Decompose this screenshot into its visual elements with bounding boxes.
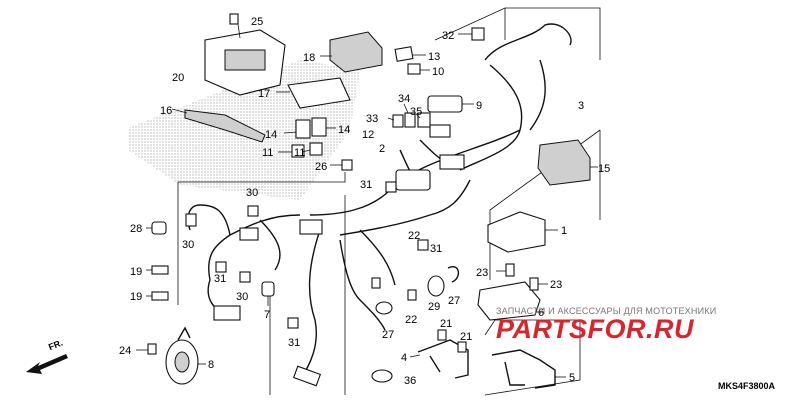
callout-30-top: 30: [246, 187, 258, 199]
callout-20: 20: [172, 72, 184, 84]
part-15-control-unit: [537, 139, 598, 186]
part-18-module: [320, 31, 383, 73]
part-32-clip: [458, 27, 485, 41]
part-5-bracket: [491, 349, 566, 389]
callout-23-right: 23: [550, 279, 562, 291]
part-31-clips: [215, 181, 429, 329]
callout-30-low: 30: [236, 291, 248, 303]
part-16-bar: [171, 108, 266, 143]
part-9-relay: [427, 95, 474, 113]
callout-22-top: 22: [408, 230, 420, 242]
callout-2: 2: [379, 143, 385, 155]
part-23-bolts: [496, 263, 548, 291]
part-17-cover: [276, 77, 351, 109]
callout-31-low: 31: [288, 337, 300, 349]
callout-10: 10: [432, 66, 444, 78]
part-21-bolts: [437, 329, 467, 353]
callout-34: 34: [398, 93, 410, 105]
callout-13: 13: [428, 51, 440, 63]
part-6-bracket: [477, 281, 544, 321]
watermark-logo: PARTSFOR.RU: [496, 314, 695, 344]
callout-4: 4: [401, 352, 407, 364]
callout-25: 25: [251, 16, 263, 28]
callout-24: 24: [119, 345, 131, 357]
callout-14-left: 14: [265, 129, 277, 141]
callout-30-left: 30: [182, 239, 194, 251]
part-4-bracket: [409, 339, 469, 379]
callout-19-top: 19: [130, 266, 142, 278]
watermark-tagline: ЗАПЧАСТИ И АКСЕССУАРЫ ДЛЯ МОТОТЕХНИКИ: [496, 306, 717, 316]
part-22-screws: [371, 277, 417, 301]
callout-11-left: 11: [262, 147, 273, 159]
callout-1: 1: [561, 225, 567, 237]
callout-27-right: 27: [448, 295, 460, 307]
part-26-clip: [330, 159, 353, 171]
callout-17: 17: [258, 88, 270, 100]
callout-21-left: 21: [440, 318, 452, 330]
callout-18: 18: [303, 52, 315, 64]
callout-19-low: 19: [130, 291, 142, 303]
callout-11-right: 11: [294, 147, 305, 159]
callout-14-right: 14: [338, 124, 350, 136]
main-wire-harness: [187, 23, 572, 387]
callout-35: 35: [410, 106, 422, 118]
part-28-grommet: [146, 221, 167, 235]
part-33-34-35-connectors: [387, 103, 431, 128]
callout-3: 3: [578, 100, 584, 112]
part-13-connector: [394, 46, 430, 75]
diagram-code: MKS4F3800A: [718, 381, 776, 391]
callout-31-top: 31: [360, 179, 372, 191]
callout-labels: 25 20 18 17 16 13 10 32 3 9 34 33 35 12 …: [119, 16, 610, 387]
part-27-29-bands: [371, 266, 459, 383]
callout-9: 9: [476, 100, 482, 112]
callout-7: 7: [264, 309, 270, 321]
callout-36: 36: [404, 375, 416, 387]
callout-12: 12: [362, 129, 374, 141]
callout-5: 5: [569, 372, 575, 384]
callout-23-left: 23: [476, 267, 488, 279]
callout-8: 8: [208, 359, 214, 371]
part-30-clips: [185, 205, 259, 283]
callout-16: 16: [160, 105, 172, 117]
callout-31-mid: 31: [430, 243, 442, 255]
part-19-connectors: [146, 265, 169, 301]
callout-29: 29: [428, 301, 440, 313]
part-7-clip: [261, 281, 275, 306]
part-1-module: [487, 211, 558, 253]
part-20-bracket: [204, 13, 286, 96]
front-direction-arrow: [26, 354, 68, 374]
assembly-frame-lines: [177, 7, 601, 396]
callout-26: 26: [315, 161, 327, 173]
callout-28: 28: [130, 223, 142, 235]
part-8-horn: [165, 326, 206, 385]
callout-27-low: 27: [382, 329, 394, 341]
part-24-bolt: [136, 343, 157, 355]
callout-21-right: 21: [460, 331, 472, 343]
callout-32: 32: [442, 30, 454, 42]
callout-15: 15: [598, 163, 610, 175]
callout-6: 6: [538, 307, 544, 319]
callout-33: 33: [366, 113, 378, 125]
part-14-11-fuse-holders: [278, 117, 336, 158]
callout-22-low: 22: [405, 314, 417, 326]
callout-31-left: 31: [214, 273, 226, 285]
